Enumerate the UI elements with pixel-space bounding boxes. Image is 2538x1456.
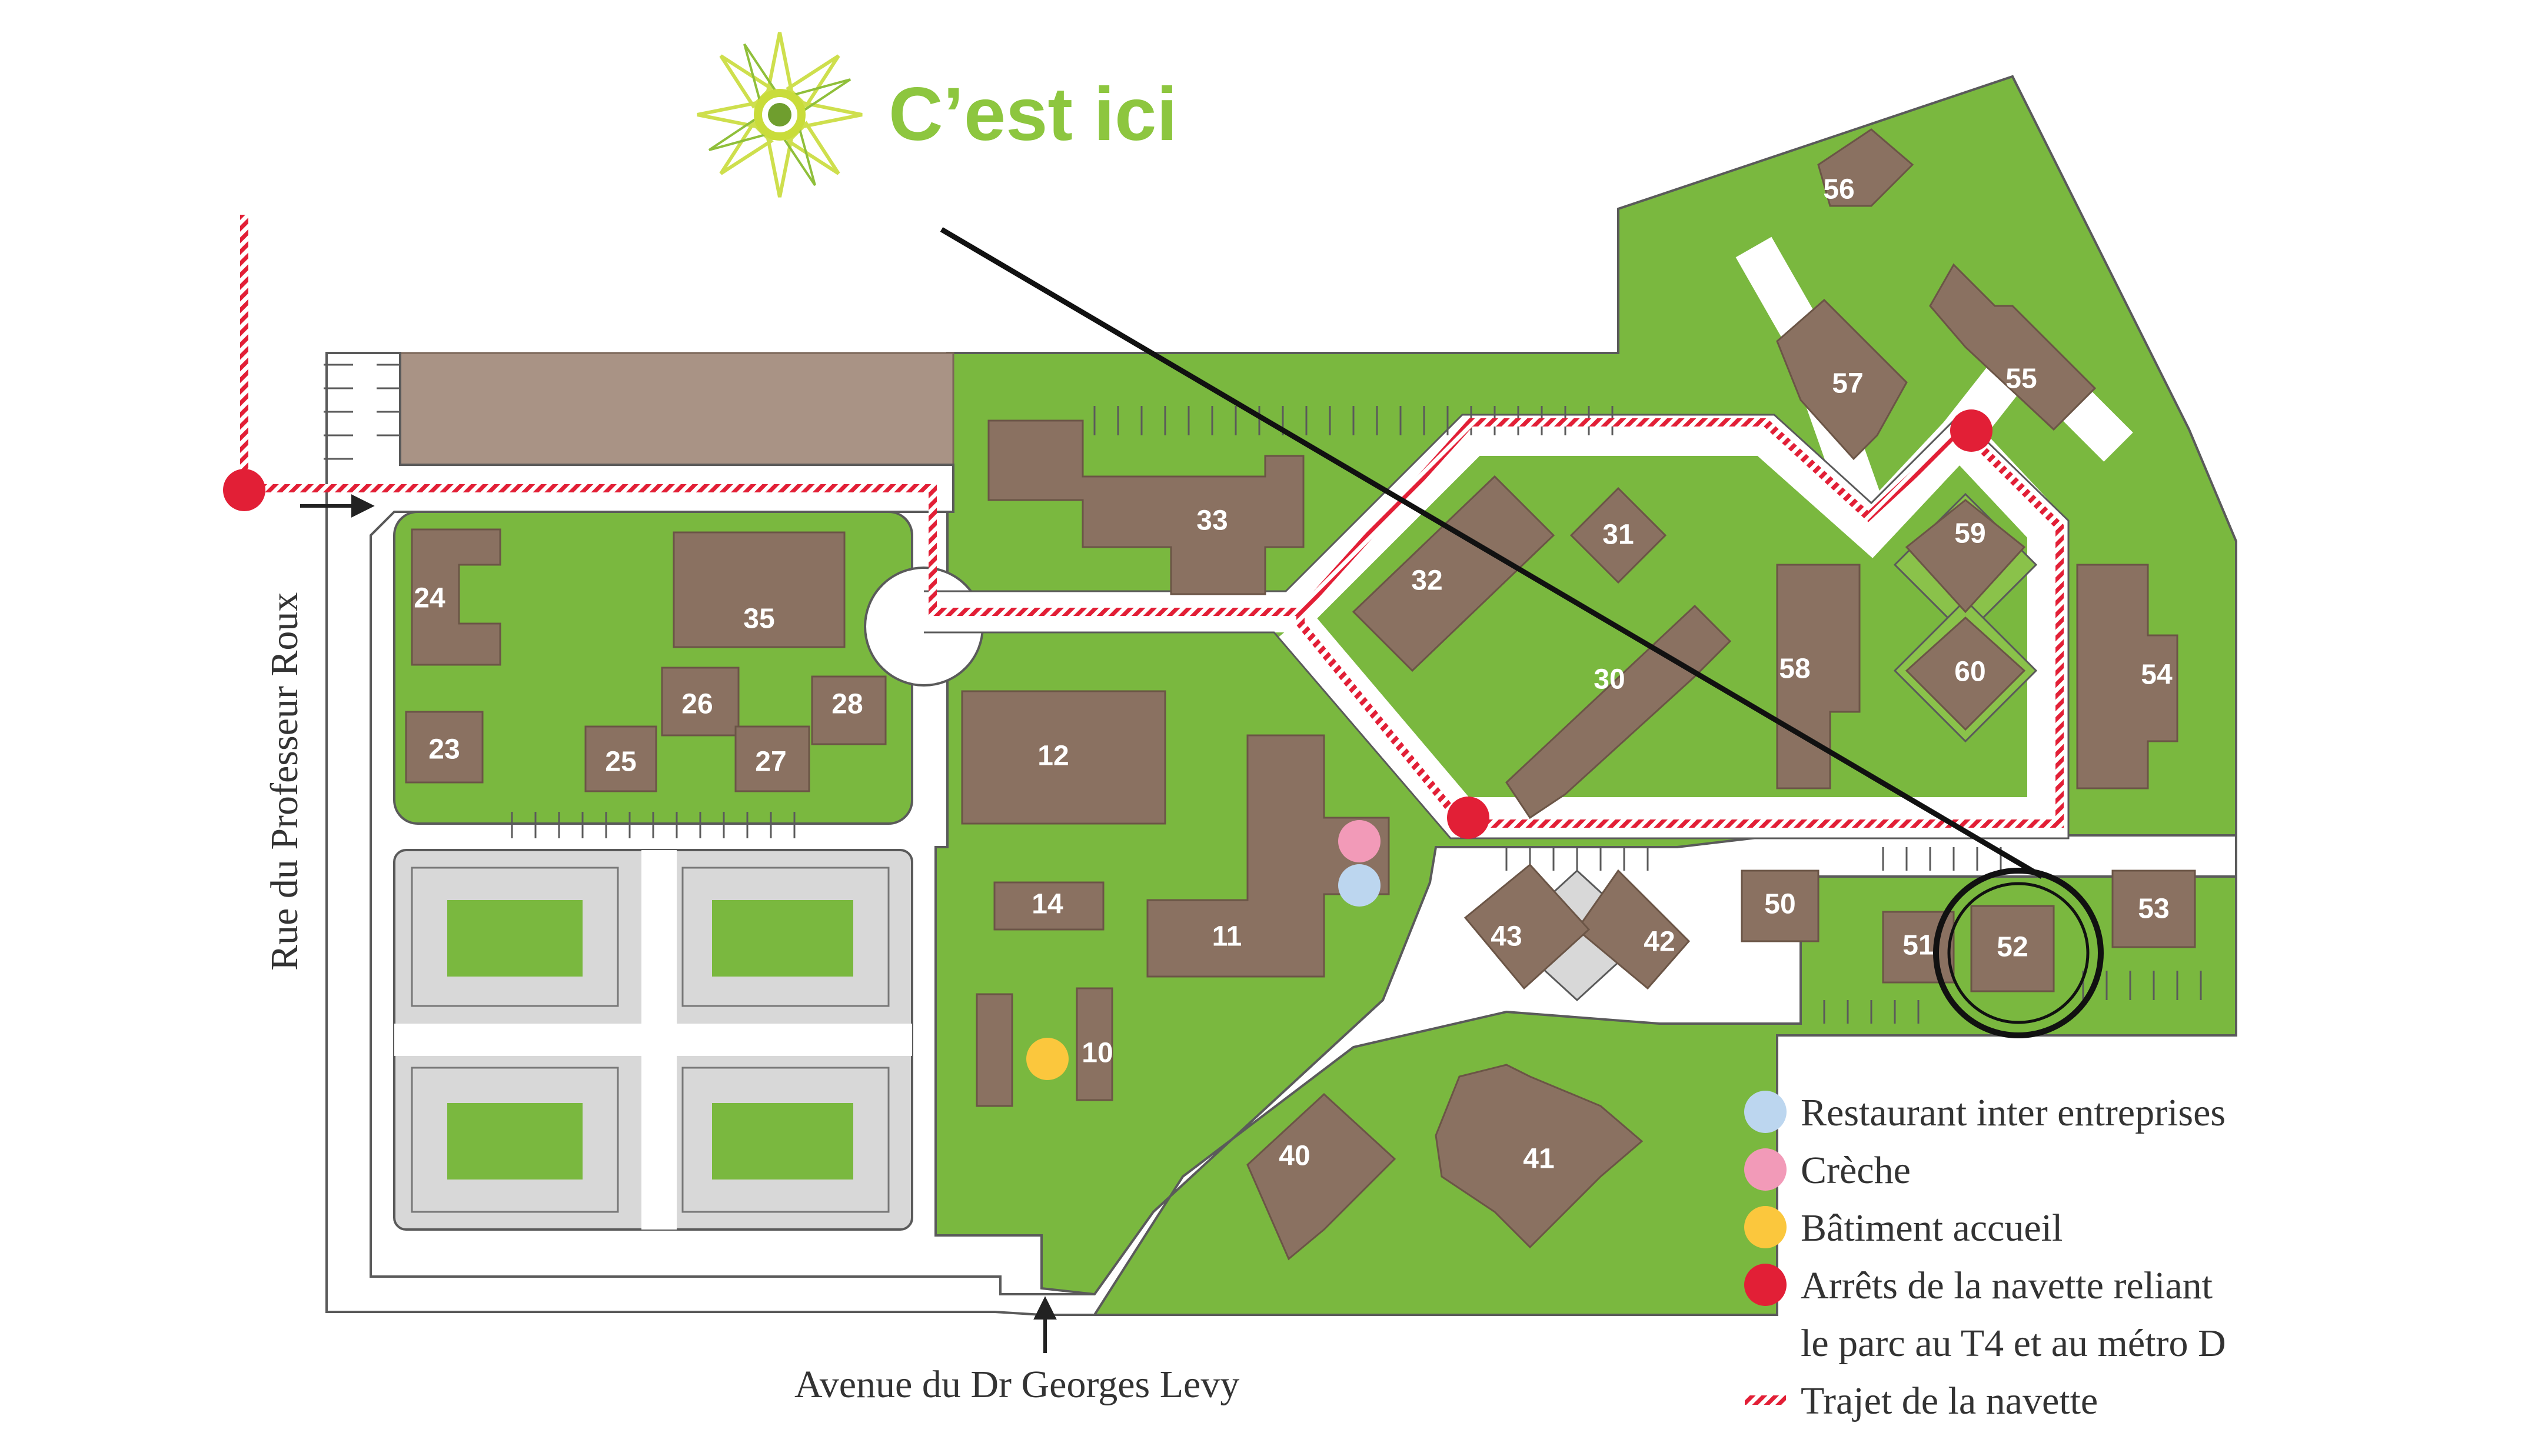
logo-text: C’est ici bbox=[889, 72, 1177, 156]
building-label-27: 27 bbox=[755, 747, 786, 778]
building-label-35: 35 bbox=[743, 604, 774, 635]
legend-creche: Crèche bbox=[1801, 1149, 1911, 1192]
sun-flower-icon bbox=[697, 32, 863, 198]
building-label-59: 59 bbox=[1954, 518, 1985, 549]
building-label-50: 50 bbox=[1764, 889, 1795, 920]
highlight-circle bbox=[1933, 868, 2104, 1038]
building-label-53: 53 bbox=[2138, 894, 2169, 925]
legend-route-icon bbox=[1745, 1395, 1786, 1405]
building-10 bbox=[976, 987, 1113, 1107]
buildings bbox=[405, 128, 2196, 1261]
building-label-25: 25 bbox=[605, 747, 636, 778]
building-55 bbox=[1929, 263, 2097, 431]
building-14 bbox=[993, 881, 1105, 931]
legend-accueil-icon bbox=[1744, 1206, 1787, 1248]
building-label-12: 12 bbox=[1037, 741, 1069, 772]
street-south: Avenue du Dr Georges Levy bbox=[794, 1363, 1239, 1406]
legend-restaurant-icon bbox=[1744, 1091, 1787, 1133]
building-label-30: 30 bbox=[1594, 664, 1625, 695]
building-label-42: 42 bbox=[1644, 927, 1675, 958]
building-57 bbox=[1776, 298, 1908, 461]
building-23 bbox=[405, 711, 484, 784]
building-41 bbox=[1435, 1064, 1644, 1249]
shuttle-stops bbox=[223, 409, 1993, 839]
legend-shuttle-line2: le parc au T4 et au métro D bbox=[1801, 1322, 2226, 1365]
building-31 bbox=[1569, 487, 1667, 584]
building-label-31: 31 bbox=[1602, 519, 1634, 551]
building-33 bbox=[987, 419, 1305, 595]
building-label-52: 52 bbox=[1997, 932, 2028, 963]
building-label-56: 56 bbox=[1823, 174, 1854, 205]
building-label-57: 57 bbox=[1832, 368, 1863, 399]
legend-shuttle-icon bbox=[1744, 1264, 1787, 1306]
building-11 bbox=[1146, 734, 1390, 978]
parking-stripes bbox=[324, 364, 2202, 1024]
building-label-55: 55 bbox=[2005, 364, 2037, 395]
legend: Restaurant inter entreprises Crèche Bâti… bbox=[1744, 1091, 2226, 1422]
building-labels: 10 11 12 14 23 24 25 26 27 28 30 31 32 3… bbox=[414, 174, 2173, 1175]
building-28 bbox=[811, 675, 887, 745]
building-25 bbox=[584, 725, 657, 792]
building-40 bbox=[1246, 1092, 1396, 1261]
building-label-33: 33 bbox=[1196, 505, 1228, 537]
shuttle-stop-central bbox=[1447, 797, 1489, 839]
building-label-60: 60 bbox=[1954, 657, 1985, 688]
building-label-58: 58 bbox=[1779, 654, 1810, 685]
creche-marker bbox=[1338, 820, 1381, 862]
building-label-40: 40 bbox=[1279, 1141, 1310, 1172]
shuttle-stop-northeast bbox=[1950, 409, 1993, 452]
building-26 bbox=[661, 667, 740, 737]
restaurant-marker bbox=[1338, 864, 1381, 907]
building-label-32: 32 bbox=[1411, 565, 1442, 597]
legend-creche-icon bbox=[1744, 1148, 1787, 1191]
building-label-54: 54 bbox=[2141, 659, 2173, 691]
building-56 bbox=[1817, 128, 1914, 207]
building-59 bbox=[1905, 499, 2026, 614]
building-35 bbox=[673, 531, 846, 648]
building-60 bbox=[1905, 616, 2026, 731]
building-50 bbox=[1741, 869, 1819, 942]
reserved-lot bbox=[399, 352, 954, 466]
building-label-11: 11 bbox=[1212, 921, 1242, 952]
building-12 bbox=[961, 690, 1166, 825]
accueil-marker bbox=[1026, 1038, 1069, 1080]
building-54 bbox=[2076, 564, 2178, 789]
building-53 bbox=[2111, 869, 2196, 948]
entrance-arrows bbox=[300, 494, 1057, 1353]
building-27 bbox=[734, 725, 810, 792]
shuttle-stop-west bbox=[223, 469, 265, 511]
legend-shuttle-line1: Arrêts de la navette reliant bbox=[1801, 1264, 2213, 1307]
building-label-41: 41 bbox=[1523, 1144, 1554, 1175]
building-32 bbox=[1352, 475, 1555, 672]
building-label-51: 51 bbox=[1902, 930, 1934, 961]
legend-route: Trajet de la navette bbox=[1801, 1380, 2098, 1422]
building-label-28: 28 bbox=[831, 689, 863, 720]
building-label-23: 23 bbox=[428, 734, 460, 765]
building-24 bbox=[411, 528, 501, 666]
shuttle-route bbox=[240, 215, 2064, 828]
you-are-here-pointer bbox=[940, 227, 2104, 1038]
building-label-14: 14 bbox=[1032, 889, 1063, 920]
legend-restaurant: Restaurant inter entreprises bbox=[1801, 1091, 2226, 1134]
building-label-43: 43 bbox=[1491, 921, 1522, 952]
building-52 bbox=[1970, 905, 2055, 992]
building-43 bbox=[1463, 863, 1591, 990]
street-west: Rue du Professeur Roux bbox=[263, 592, 306, 971]
building-label-24: 24 bbox=[414, 583, 445, 614]
facility-markers bbox=[1026, 820, 1381, 1080]
building-label-10: 10 bbox=[1082, 1038, 1113, 1069]
logo: C’est ici bbox=[697, 32, 1177, 198]
building-42 bbox=[1575, 869, 1691, 990]
legend-accueil: Bâtiment accueil bbox=[1801, 1207, 2063, 1250]
sports-fields bbox=[393, 849, 913, 1231]
building-label-26: 26 bbox=[681, 689, 713, 720]
